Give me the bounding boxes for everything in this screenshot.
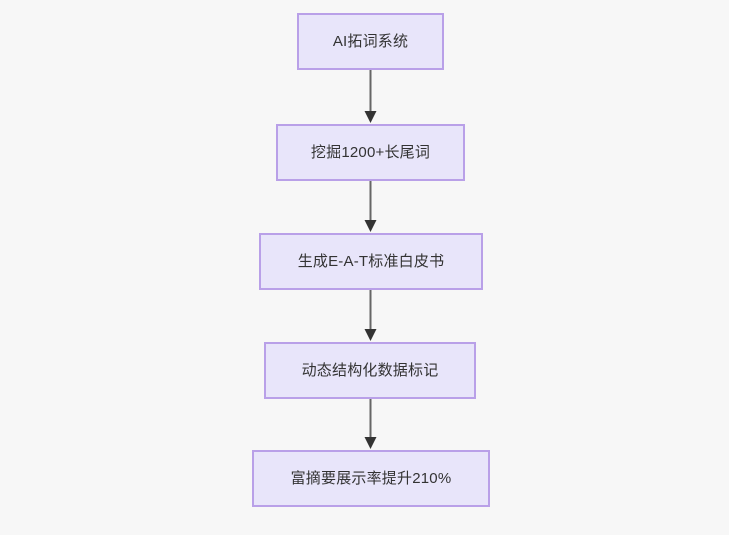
node-label: 富摘要展示率提升210% [290,469,452,487]
flowchart-node-generate-eat-whitepaper[interactable]: 生成E-A-T标准白皮书 [259,233,483,290]
node-label: 动态结构化数据标记 [301,361,439,379]
flowchart-node-mine-longtail-keywords[interactable]: 挖掘1200+长尾词 [276,124,465,181]
connector-node2-to-node3 [364,290,377,341]
node-label: 生成E-A-T标准白皮书 [297,252,445,270]
flowchart-node-dynamic-structured-data-markup[interactable]: 动态结构化数据标记 [264,342,476,399]
flowchart-node-ai-keyword-system[interactable]: AI拓词系统 [297,13,444,70]
flowchart-node-rich-snippet-impression-lift[interactable]: 富摘要展示率提升210% [252,450,490,507]
connector-node0-to-node1 [364,70,377,123]
node-label: AI拓词系统 [332,32,409,50]
connector-node1-to-node2 [364,181,377,232]
node-label: 挖掘1200+长尾词 [310,143,431,161]
connector-node3-to-node4 [364,399,377,449]
